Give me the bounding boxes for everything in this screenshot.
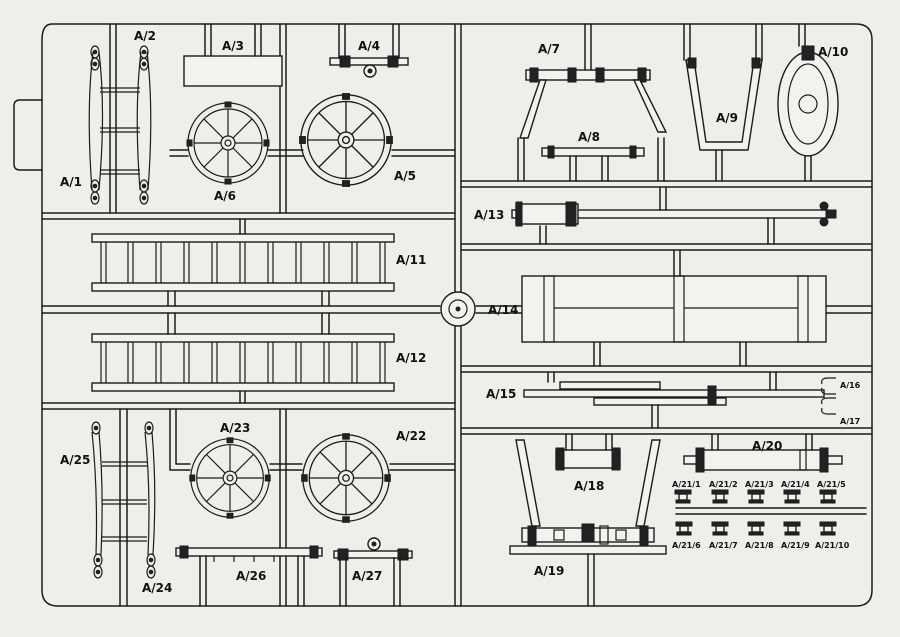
part-a7-bench — [517, 23, 668, 182]
label-a13: A/13 — [474, 208, 504, 222]
label-a9: A/9 — [716, 111, 738, 125]
label-a21-2: A/21/2 — [709, 480, 738, 489]
label-a12: A/12 — [396, 351, 426, 365]
part-labels: A/2 A/1 A/3 A/4 A/5 A/6 A/7 A/8 A/9 A/10… — [60, 29, 861, 595]
label-a21-8: A/21/8 — [745, 541, 774, 550]
part-a5-wheel-icon — [298, 92, 394, 188]
label-a26: A/26 — [236, 569, 266, 583]
part-a25-chain — [91, 421, 103, 579]
label-a21-5: A/21/5 — [817, 480, 846, 489]
label-a2: A/2 — [134, 29, 156, 43]
part-a23-wheel-icon — [189, 437, 271, 519]
label-a18: A/18 — [574, 479, 604, 493]
label-a27: A/27 — [352, 569, 382, 583]
part-a20-rod — [683, 433, 843, 473]
label-a21-6: A/21/6 — [672, 541, 701, 550]
label-a21-9: A/21/9 — [781, 541, 810, 550]
sprue-frame — [13, 23, 873, 607]
central-gate-icon — [440, 291, 476, 327]
label-a7: A/7 — [538, 42, 560, 56]
label-a3: A/3 — [222, 39, 244, 53]
part-a1-chain — [88, 45, 104, 205]
part-a6-wheel-icon — [186, 101, 270, 185]
part-a26-rail — [175, 545, 323, 607]
part-a16-hook — [821, 377, 836, 395]
label-a11: A/11 — [396, 253, 426, 267]
label-a4: A/4 — [358, 39, 380, 53]
part-a27-bracket — [333, 537, 413, 607]
part-a13-axle — [511, 186, 837, 245]
label-a10: A/10 — [818, 45, 848, 59]
label-a21-4: A/21/4 — [781, 480, 810, 489]
label-a21-10: A/21/10 — [815, 541, 850, 550]
label-a25: A/25 — [60, 453, 90, 467]
label-a16: A/16 — [840, 381, 861, 390]
label-a19: A/19 — [534, 564, 564, 578]
label-a8: A/8 — [578, 130, 600, 144]
part-a11-ladder-icon — [91, 218, 395, 307]
part-a4-bracket — [329, 23, 409, 78]
part-a22-wheel-icon — [301, 433, 391, 523]
ladder-gates-top — [100, 87, 140, 175]
label-a5: A/5 — [394, 169, 416, 183]
part-a14-board — [521, 249, 827, 367]
label-a21-3: A/21/3 — [745, 480, 774, 489]
label-a21-7: A/21/7 — [709, 541, 738, 550]
part-a3-plate — [183, 23, 283, 87]
label-a20: A/20 — [752, 439, 782, 453]
part-a17-hook — [821, 397, 836, 415]
part-a18-seat — [555, 433, 621, 471]
label-a1: A/1 — [60, 175, 82, 189]
label-a17: A/17 — [840, 417, 860, 426]
ladder-gates-bottom — [102, 461, 147, 542]
label-a22: A/22 — [396, 429, 426, 443]
part-a10-shield — [777, 23, 839, 182]
part-a8-bar — [541, 145, 645, 182]
part-a9-frame — [683, 23, 763, 182]
label-a6: A/6 — [214, 189, 236, 203]
part-a19-chassis — [509, 439, 667, 607]
label-a21-1: A/21/1 — [672, 480, 701, 489]
label-a23: A/23 — [220, 421, 250, 435]
label-a14: A/14 — [488, 303, 518, 317]
part-a12-ladder-icon — [91, 312, 395, 404]
label-a24: A/24 — [142, 581, 172, 595]
part-a24-chain — [144, 421, 156, 579]
part-a2-chain — [136, 45, 152, 205]
label-a15: A/15 — [486, 387, 516, 401]
part-a21-clips — [674, 489, 867, 536]
part-a15-shaft — [523, 371, 825, 429]
